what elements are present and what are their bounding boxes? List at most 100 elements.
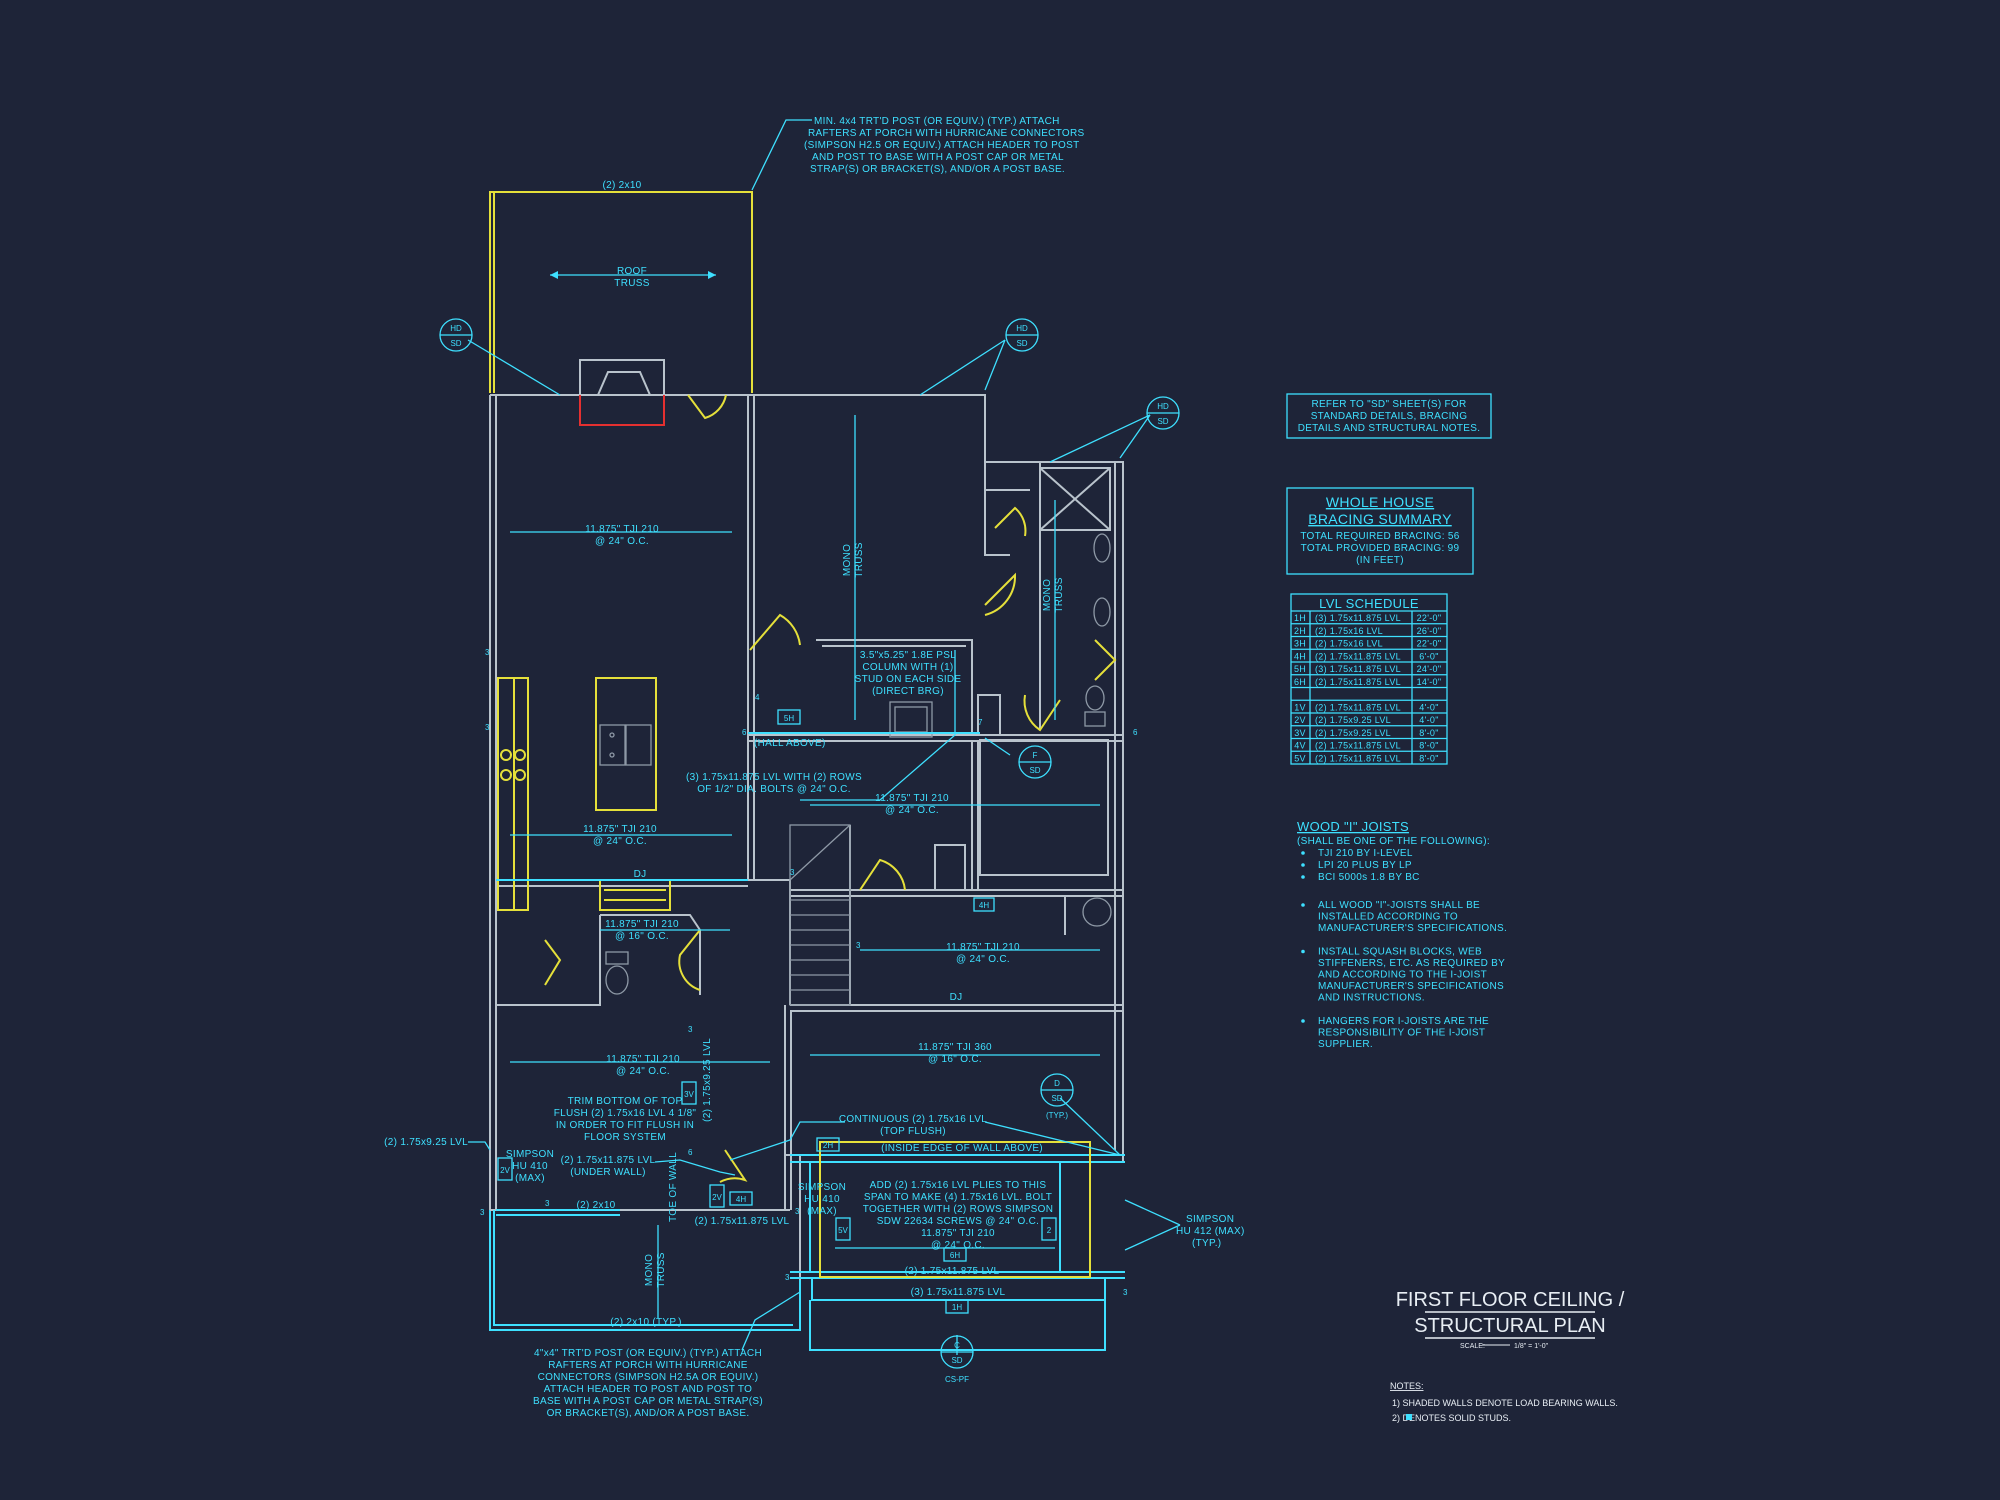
joist-spacing-label: @ 16" O.C. bbox=[615, 931, 669, 942]
svg-text:(TYP.): (TYP.) bbox=[1046, 1111, 1068, 1120]
joist-spacing-label: @ 16" O.C. bbox=[928, 1054, 982, 1065]
joist-notes: WOOD "I" JOISTS (SHALL BE ONE OF THE FOL… bbox=[1297, 819, 1507, 1050]
lvl-under-wall-1: (2) 1.75x11.875 LVL bbox=[561, 1155, 656, 1166]
continuous-lvl-1: CONTINUOUS (2) 1.75x16 LVL bbox=[839, 1114, 987, 1125]
simpson-hu412-2: HU 412 (MAX) bbox=[1176, 1226, 1245, 1237]
joist-label: 11.875" TJI 360 bbox=[918, 1042, 992, 1053]
simpson-mid-2: HU 410 bbox=[804, 1194, 840, 1205]
front-porch bbox=[489, 191, 753, 393]
lvl-schedule-cell-len: 22'-0" bbox=[1417, 639, 1442, 649]
lvl-11875-label-a: (2) 1.75x11.875 LVL bbox=[695, 1216, 790, 1227]
psl-column-label-3: STUD ON EACH SIDE bbox=[855, 674, 962, 685]
joist-note-line: AND ACCORDING TO THE I-JOIST bbox=[1318, 970, 1487, 981]
svg-text:BASE WITH A POST CAP OR METAL: BASE WITH A POST CAP OR METAL STRAP(S) bbox=[533, 1396, 763, 1407]
lvl-schedule-cell-len: 6'-0" bbox=[1419, 651, 1438, 661]
tag-4v: 5V bbox=[838, 1226, 848, 1235]
lvl-schedule-cell-mark: 2H bbox=[1294, 626, 1306, 636]
svg-text:HD: HD bbox=[1157, 402, 1169, 411]
inside-edge-label: (INSIDE EDGE OF WALL ABOVE) bbox=[881, 1143, 1043, 1154]
svg-text:4"x4" TRT'D POST (OR EQUIV.) (: 4"x4" TRT'D POST (OR EQUIV.) (TYP.) ATTA… bbox=[534, 1348, 762, 1359]
svg-text:RAFTERS AT PORCH WITH HURRICAN: RAFTERS AT PORCH WITH HURRICANE CONNECTO… bbox=[808, 128, 1085, 139]
joist-option: BCI 5000s 1.8 BY BC bbox=[1318, 872, 1420, 883]
hall-above-label: (HALL ABOVE) bbox=[754, 738, 826, 749]
trim-note-4: FLOOR SYSTEM bbox=[584, 1132, 666, 1143]
add-plies-4: SDW 22634 SCREWS @ 24" O.C. bbox=[877, 1216, 1039, 1227]
door-swings bbox=[544, 394, 1117, 1183]
mono-truss-label-b2: TRUSS bbox=[1054, 577, 1065, 612]
joists-title: WOOD "I" JOISTS bbox=[1297, 819, 1409, 834]
tag-6: 7 bbox=[978, 718, 983, 727]
joist-label: 11.875" TJI 210 bbox=[605, 919, 679, 930]
lvl-schedule-cell-mark: 4H bbox=[1294, 651, 1306, 661]
joist-option: TJI 210 BY I-LEVEL bbox=[1318, 848, 1413, 859]
continuous-lvl-2: (TOP FLUSH) bbox=[880, 1126, 946, 1137]
lvl-schedule-cell-spec: (2) 1.75x11.875 LVL bbox=[1315, 741, 1401, 751]
lvl-schedule-cell-mark: 5H bbox=[1294, 664, 1306, 674]
svg-text:TOTAL PROVIDED BRACING: 99: TOTAL PROVIDED BRACING: 99 bbox=[1301, 543, 1460, 554]
bullet-icon bbox=[1301, 1019, 1305, 1023]
tag-4-c: 6 bbox=[688, 1148, 693, 1157]
notes-heading: NOTES: bbox=[1390, 1381, 1424, 1391]
svg-text:SD: SD bbox=[951, 1356, 962, 1365]
general-notes: NOTES: 1) SHADED WALLS DENOTE LOAD BEARI… bbox=[1390, 1381, 1618, 1423]
callout-hd-sd-left: HD SD bbox=[439, 318, 473, 352]
joist-label: 11.875" TJI 210 bbox=[946, 942, 1020, 953]
lvl-bolts-label-1: (3) 1.75x11.875 LVL WITH (2) ROWS bbox=[686, 772, 862, 783]
lvl-schedule-cell-len: 26'-0" bbox=[1417, 626, 1442, 636]
svg-text:HD: HD bbox=[450, 324, 462, 333]
drop-joist-label-2: DJ bbox=[950, 992, 963, 1003]
svg-text:STANDARD DETAILS, BRACING: STANDARD DETAILS, BRACING bbox=[1311, 411, 1468, 422]
simpson-mid-3: (MAX) bbox=[807, 1206, 837, 1217]
drop-joist-label: DJ bbox=[634, 869, 647, 880]
svg-text:C: C bbox=[954, 1341, 960, 1350]
joist-spacing-label: @ 24" O.C. bbox=[616, 1066, 670, 1077]
rear-porch bbox=[493, 1210, 793, 1326]
simpson-hu412-1: SIMPSON bbox=[1186, 1214, 1234, 1225]
tag-2-c: 3 bbox=[790, 868, 795, 877]
lvl-schedule-cell-spec: (2) 1.75x11.875 LVL bbox=[1315, 753, 1401, 763]
tag-5h: 5H bbox=[784, 714, 794, 723]
tag-2-g: 3 bbox=[545, 1199, 550, 1208]
joist-note-line: SUPPLIER. bbox=[1318, 1039, 1373, 1050]
lvl-schedule-cell-len: 24'-0" bbox=[1417, 664, 1442, 674]
tag-2-j: 3 bbox=[785, 1273, 790, 1282]
tag-2-b: 3 bbox=[485, 723, 490, 732]
lvl-under-wall-2: (UNDER WALL) bbox=[570, 1167, 645, 1178]
tag-5v: 2 bbox=[1047, 1226, 1052, 1235]
joist-note-line: ALL WOOD "I"-JOISTS SHALL BE bbox=[1318, 900, 1480, 911]
lvl-schedule-cell-len: 4'-0" bbox=[1419, 715, 1438, 725]
lvl-11875-label-b: (2) 1.75x11.875 LVL bbox=[905, 1266, 1000, 1277]
mono-truss-label-b1: MONO bbox=[1042, 579, 1053, 611]
tag-2-i: 3 bbox=[1123, 1288, 1128, 1297]
drawing-title-line-1: FIRST FLOOR CEILING / bbox=[1396, 1289, 1625, 1311]
add-plies-2: SPAN TO MAKE (4) 1.75x16 LVL. BOLT bbox=[864, 1192, 1052, 1203]
lvl-schedule-cell-mark: 4V bbox=[1294, 741, 1306, 751]
psl-column-label-2: COLUMN WITH (1) bbox=[862, 662, 953, 673]
lvl-schedule-cell-spec: (2) 1.75x16 LVL bbox=[1315, 626, 1383, 636]
svg-text:ATTACH HEADER TO POST AND POST: ATTACH HEADER TO POST AND POST TO bbox=[544, 1384, 752, 1395]
porch-header-label: (2) 2x10 bbox=[602, 180, 641, 191]
svg-text:F: F bbox=[1033, 751, 1038, 760]
callout-f-sd: F SD bbox=[1018, 745, 1052, 779]
add-plies-1: ADD (2) 1.75x16 LVL PLIES TO THIS bbox=[870, 1180, 1047, 1191]
tag-2v: 3V bbox=[684, 1090, 694, 1099]
callout-hd-sd-right: HD SD bbox=[1146, 396, 1180, 430]
svg-text:SD: SD bbox=[1051, 1094, 1062, 1103]
note-1: 1) SHADED WALLS DENOTE LOAD BEARING WALL… bbox=[1392, 1398, 1618, 1408]
interior-walls bbox=[496, 395, 1124, 1280]
lvl-schedule-cell-mark: 3H bbox=[1294, 639, 1306, 649]
tag-3: 4 bbox=[755, 693, 760, 702]
detail-callouts: HD SD HD SD HD SD F SD D SD (TYP.) bbox=[439, 318, 1180, 1384]
bullet-icon bbox=[1301, 949, 1305, 954]
joist-label: 11.875" TJI 210 bbox=[921, 1228, 995, 1239]
simpson-label-3: (MAX) bbox=[515, 1173, 545, 1184]
scale-label: SCALE: bbox=[1460, 1343, 1485, 1350]
mono-truss-label-c2: TRUSS bbox=[656, 1252, 667, 1287]
joist-note-line: MANUFACTURER'S SPECIFICATIONS. bbox=[1318, 923, 1507, 934]
svg-text:CS-PF: CS-PF bbox=[945, 1375, 969, 1384]
joist-label: 11.875" TJI 210 bbox=[583, 824, 657, 835]
lvl-schedule-cell-spec: (2) 1.75x9.25 LVL bbox=[1315, 728, 1391, 738]
plan-labels: (2) 2x10 ROOF TRUSS 11.875" TJI 210 @ 24… bbox=[384, 180, 1244, 1328]
tag-6h: 6H bbox=[950, 1251, 960, 1260]
lvl-schedule-cell-spec: (3) 1.75x11.875 LVL bbox=[1315, 613, 1401, 623]
